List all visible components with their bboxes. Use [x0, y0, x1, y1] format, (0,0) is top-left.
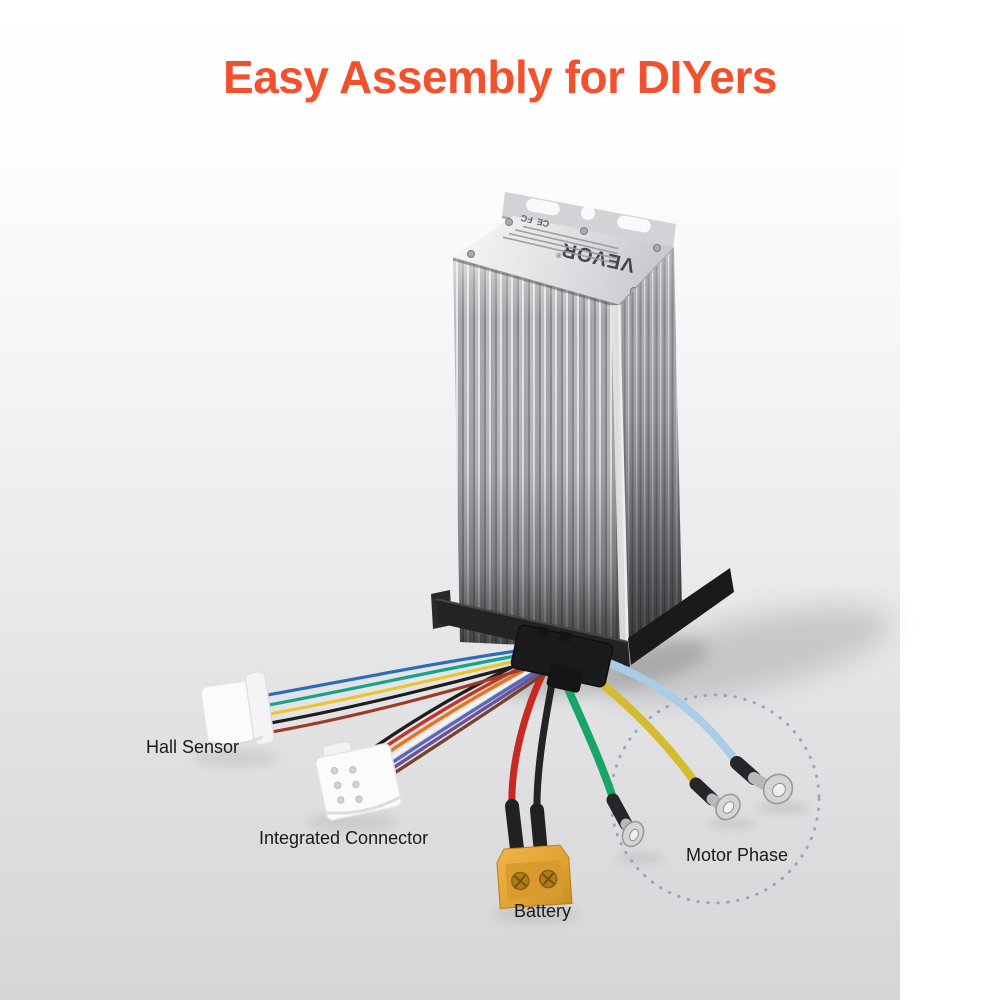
- heatsink-body: [452, 248, 682, 651]
- hall-wire-teal: [261, 651, 534, 708]
- ring-terminal-yellow: [689, 777, 741, 821]
- fcc-mark-icon: FC: [519, 213, 533, 226]
- label-motor-phase: Motor Phase: [686, 845, 789, 865]
- hall-connector-housing: [200, 671, 275, 749]
- label-hall-sensor: Hall Sensor: [146, 737, 240, 757]
- label-fine-print: [502, 225, 619, 264]
- hall-wire-yellow: [262, 655, 535, 717]
- bracket-hole: [581, 206, 595, 220]
- hall-sensor-bundle: [200, 647, 538, 749]
- xt60-connector: [496, 844, 573, 909]
- integrated-bundle: [314, 653, 547, 821]
- integrated-wire-white: [382, 662, 544, 764]
- ce-mark-icon: CE: [536, 216, 550, 229]
- registered-mark: ®: [555, 250, 563, 259]
- mounting-bracket: [501, 192, 676, 251]
- integrated-connector-housing: [314, 741, 402, 821]
- label-integrated-connector: Integrated Connector: [259, 828, 429, 848]
- ring-terminal-blue: [730, 756, 794, 805]
- wire-exit-block: [510, 624, 614, 693]
- bracket-slot-left: [526, 198, 560, 216]
- hall-wire-red: [264, 663, 538, 735]
- integrated-wire-blue: [385, 665, 545, 768]
- corner-highlight: [611, 304, 630, 650]
- ring-terminal-green: [606, 793, 645, 848]
- hall-wire-black: [263, 659, 536, 726]
- photo-background: [0, 0, 900, 1000]
- motor-phase-wires: [552, 648, 794, 848]
- motor-controller: VEVOR ® CE FC: [431, 192, 734, 667]
- label-battery: Battery: [514, 901, 572, 921]
- hall-wire-blue: [260, 647, 533, 698]
- integrated-wire-purple: [388, 668, 546, 772]
- page-title: Easy Assembly for DIYers: [223, 51, 777, 103]
- motor-phase-highlight-circle: [609, 693, 821, 905]
- bracket-slot-right: [617, 215, 651, 233]
- integrated-wire-brown: [391, 671, 547, 776]
